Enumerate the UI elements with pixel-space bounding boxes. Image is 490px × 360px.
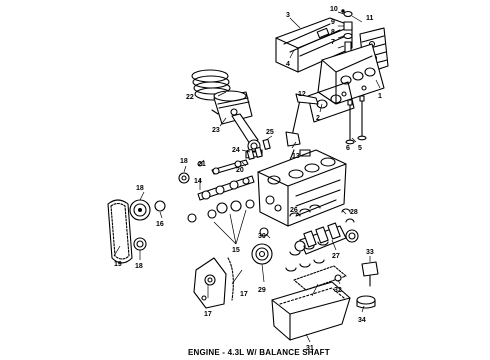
oil-filter [356, 295, 376, 309]
callout-27: 27 [332, 253, 340, 260]
callout-19: 19 [114, 261, 122, 268]
pushrod-rocker [285, 93, 319, 161]
callout-6: 6 [346, 145, 350, 152]
callout-18c: 18 [135, 263, 143, 270]
crank-sprocket [133, 237, 147, 251]
balance-shaft [211, 159, 249, 175]
rocker-parts [341, 9, 353, 53]
callout-16: 16 [156, 221, 164, 228]
bearing-shells [285, 204, 355, 272]
callout-15: 15 [232, 247, 240, 254]
cam-sprocket [129, 199, 166, 221]
callout-23: 23 [212, 127, 220, 134]
callout-18a: 18 [180, 158, 188, 165]
valve-cover [275, 17, 353, 73]
callout-18b: 18 [136, 185, 144, 192]
oil-pan-gasket [293, 265, 347, 291]
callout-34: 34 [358, 317, 366, 324]
callout-5: 5 [358, 145, 362, 152]
callout-numbers: 3 4 10 9 8 7 11 1 2 6 5 22 23 24 25 12 1… [114, 6, 382, 352]
callout-32: 32 [334, 287, 342, 294]
callout-30: 30 [258, 233, 266, 240]
timing-cover [193, 257, 234, 309]
callout-25: 25 [266, 129, 274, 136]
callout-10: 10 [330, 6, 338, 13]
callout-26: 26 [290, 207, 298, 214]
callout-29: 29 [258, 287, 266, 294]
cam-bearings [187, 199, 255, 223]
lifters [246, 138, 271, 160]
camshaft [197, 175, 255, 201]
callout-33: 33 [366, 249, 374, 256]
piston [211, 90, 253, 125]
rear-seal [345, 229, 359, 243]
diagram-caption: ENGINE - 4.3L W/ BALANCE SHAFT [188, 348, 330, 357]
callout-14: 14 [194, 178, 202, 185]
oil-pump [334, 261, 379, 287]
callout-22: 22 [186, 94, 194, 101]
engine-block [257, 149, 347, 227]
callout-1: 1 [378, 93, 382, 100]
callout-3: 3 [286, 12, 290, 19]
callout-31: 31 [306, 345, 314, 352]
callout-13: 13 [292, 153, 300, 160]
callout-7: 7 [331, 39, 335, 46]
callout-9: 9 [331, 19, 335, 26]
callout-4: 4 [286, 61, 290, 68]
leader-lines [113, 11, 381, 343]
callout-21: 21 [198, 161, 206, 168]
harmonic-balancer [251, 227, 273, 265]
callout-28: 28 [350, 209, 358, 216]
callout-8: 8 [331, 29, 335, 36]
callout-17b: 17 [240, 291, 248, 298]
callout-11: 11 [366, 15, 374, 22]
callout-17a: 17 [204, 311, 212, 318]
callout-12: 12 [298, 91, 306, 98]
timing-chain [107, 199, 133, 264]
callout-20: 20 [236, 167, 244, 174]
crankshaft [294, 222, 347, 255]
oil-pan [271, 281, 351, 341]
valves [345, 95, 367, 145]
callout-2: 2 [316, 115, 320, 122]
cylinder-head [317, 43, 385, 105]
connecting-rod [231, 113, 263, 159]
callout-24: 24 [232, 147, 240, 154]
